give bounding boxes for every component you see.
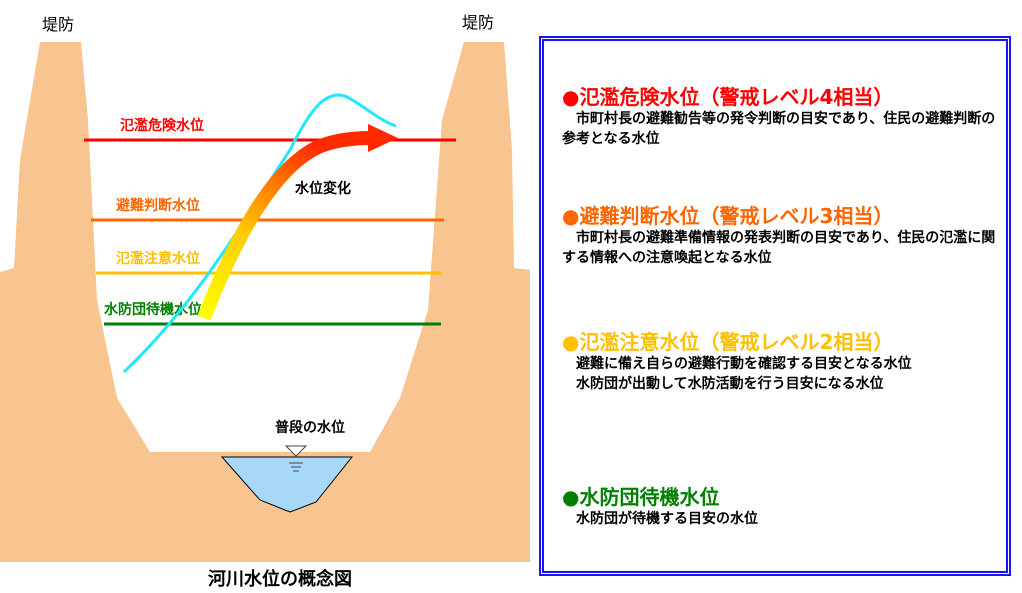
normal-water [220, 456, 354, 513]
legend-title-danger: ●氾濫危険水位（警戒レベル4相当） [562, 85, 894, 109]
water-rise-arrow [197, 131, 371, 321]
level-label-caution: 氾濫注意水位 [116, 250, 200, 267]
cyan-trend-line [122, 93, 397, 374]
normal-level-label: 普段の水位 [275, 419, 345, 436]
river-cross-section-diagram: 普段の水位 氾濫危険水位 避難判断水位 氾濫注意水位 水防団待機水位 水位変化 … [0, 13, 530, 562]
legend-desc-danger: 市町村長の避難勧告等の発令判断の目安であり、住民の避難判断の参考となる水位 [562, 111, 996, 147]
legend-title-standby: ●水防団待機水位 [562, 485, 720, 509]
level-label-evacuation: 避難判断水位 [116, 197, 200, 214]
legend-entry-danger: ●氾濫危険水位（警戒レベル4相当） 市町村長の避難勧告等の発令判断の目安であり、… [562, 85, 1007, 149]
diagram-caption: 河川水位の概念図 [208, 569, 352, 590]
legend-title-caution: ●氾濫注意水位（警戒レベル2相当） [562, 330, 894, 354]
legend-title-evacuation: ●避難判断水位（警戒レベル3相当） [562, 204, 894, 228]
water-change-label: 水位変化 [295, 180, 351, 197]
legend-desc-caution-2: 水防団が出動して水防活動を行う目安になる水位 [576, 376, 884, 392]
riverbank-shape [0, 42, 530, 562]
legend-entry-caution: ●氾濫注意水位（警戒レベル2相当） 避難に備え自らの避難行動を確認する目安となる… [562, 330, 1007, 394]
level-label-danger: 氾濫危険水位 [120, 117, 204, 134]
levee-left-label: 堤防 [42, 15, 74, 34]
arrow-head-icon [368, 124, 398, 152]
levee-right-label: 堤防 [462, 13, 494, 32]
legend-entry-evacuation: ●避難判断水位（警戒レベル3相当） 市町村長の避難準備情報の発表判断の目安であり… [562, 204, 1007, 268]
legend-desc-caution-1: 避難に備え自らの避難行動を確認する目安となる水位 [576, 356, 912, 372]
legend-entry-standby: ●水防団待機水位 水防団が待機する目安の水位 [562, 485, 1007, 529]
water-surface-icon [284, 445, 308, 472]
legend-desc-evacuation: 市町村長の避難準備情報の発表判断の目安であり、住民の氾濫に関する情報への注意喚起… [562, 230, 996, 266]
legend-desc-standby: 水防団が待機する目安の水位 [576, 511, 758, 527]
legend-box: ●氾濫危険水位（警戒レベル4相当） 市町村長の避難勧告等の発令判断の目安であり、… [539, 36, 1011, 576]
